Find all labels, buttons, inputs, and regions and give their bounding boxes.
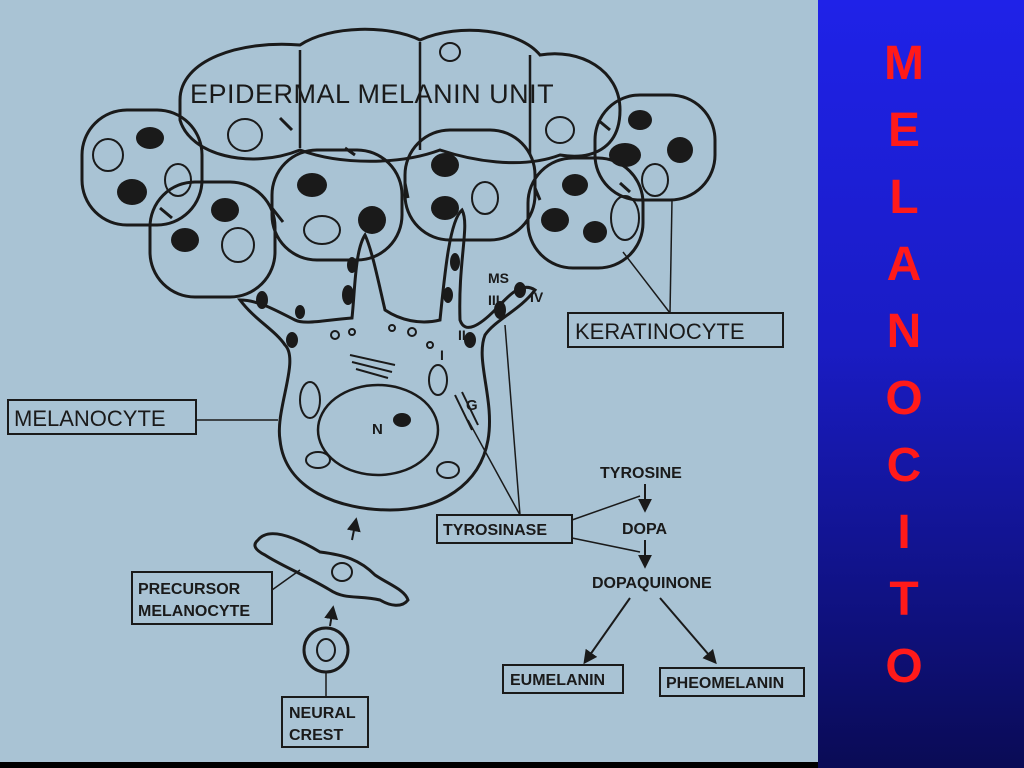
- label-stage-i: I: [440, 347, 444, 363]
- label-golgi: G: [466, 397, 478, 414]
- title-letter: O: [885, 640, 923, 693]
- keratinocyte-cell-right-2: [593, 93, 717, 202]
- keratinocyte-cell-right-1: [526, 156, 645, 270]
- title-letter: I: [897, 506, 911, 559]
- tyrosinase-leader-2: [504, 324, 521, 516]
- tyrosinase-label-box: [436, 514, 573, 544]
- title-bar: M E L A N O C I T O: [818, 0, 1024, 768]
- title-letter: O: [885, 372, 923, 425]
- keratinocyte-label: KERATINOCYTE: [575, 319, 745, 344]
- keratinocyte-cell-mid-2: [403, 128, 537, 242]
- keratinocyte-melanosomes: [117, 110, 693, 252]
- title-letter: M: [884, 37, 924, 90]
- label-stage-ii: II: [458, 327, 466, 343]
- keratinocyte-cell-left-2: [148, 180, 277, 299]
- junction-marks: [159, 116, 632, 223]
- arrow-to-pheomelanin: [659, 597, 717, 665]
- precursor-melanocyte-cell: [253, 532, 410, 607]
- neural-crest-cell: [302, 626, 350, 674]
- melanocyte-organelles: [299, 324, 479, 479]
- keratinocyte-cell-left-1: [80, 108, 204, 227]
- melanocyte-nucleus: [316, 383, 440, 477]
- keratinocyte-leader-1: [622, 251, 671, 314]
- label-nucleus: N: [372, 421, 383, 438]
- keratinocyte-nuclei: [92, 42, 669, 263]
- arrow-to-eumelanin: [583, 597, 631, 665]
- title-letter: A: [886, 238, 922, 291]
- title-letter: L: [889, 171, 919, 224]
- melanocyte-nucleolus: [393, 413, 411, 427]
- precursor-nucleus: [331, 562, 353, 582]
- diagram-heading: EPIDERMAL MELANIN UNIT: [190, 79, 554, 109]
- melanocyte-label-box: [7, 399, 197, 435]
- pathway-dopa: DOPA: [622, 521, 667, 538]
- label-stage-iii: III: [488, 292, 500, 308]
- top-keratinocyte-layer: [178, 27, 622, 165]
- pathway-tyrosine: TYROSINE: [600, 465, 682, 482]
- tyrosinase-leader-1: [467, 419, 521, 516]
- keratinocyte-leader-2: [669, 199, 673, 314]
- neural-crest-label-line2: CREST: [289, 727, 343, 744]
- precursor-to-melanocyte-arrow: [346, 517, 361, 541]
- pheomelanin-box: [659, 667, 805, 697]
- melanocyte-body: [236, 207, 538, 512]
- melanin-unit-diagram: EPIDERMAL MELANIN UNIT MS III IV II I G …: [7, 27, 805, 748]
- keratinocyte-cell-mid-1: [270, 148, 404, 262]
- dendrite-melanosomes: [256, 253, 526, 348]
- precursor-label-line1: PRECURSOR: [138, 581, 241, 598]
- tyrosinase-label: TYROSINASE: [443, 522, 547, 539]
- tyrosinase-to-dopa-line: [571, 495, 641, 521]
- pathway-dopaquinone: DOPAQUINONE: [592, 575, 712, 592]
- neural-crest-label-box: [281, 696, 369, 748]
- eumelanin-box: [502, 664, 624, 694]
- precursor-label-line2: MELANOCYTE: [138, 603, 250, 620]
- pathway-pheomelanin: PHEOMELANIN: [666, 675, 784, 692]
- vertical-title: M E L A N O C I T O: [818, 30, 990, 700]
- title-letter: N: [886, 305, 922, 358]
- label-ms: MS: [488, 270, 509, 286]
- precursor-label-box: [131, 571, 273, 625]
- title-letter: T: [889, 573, 919, 626]
- tyrosinase-to-dopaquinone-line: [571, 537, 641, 553]
- pathway-eumelanin: EUMELANIN: [510, 672, 605, 689]
- label-stage-iv: IV: [530, 289, 544, 305]
- title-letter: C: [886, 439, 922, 492]
- diagram-panel: EPIDERMAL MELANIN UNIT MS III IV II I G …: [0, 0, 818, 762]
- keratinocyte-label-box: [567, 312, 784, 348]
- precursor-leader: [271, 569, 301, 591]
- neural-crest-nucleus: [316, 638, 336, 662]
- title-letter: E: [887, 104, 920, 157]
- neural-crest-label-line1: NEURAL: [289, 705, 356, 722]
- melanocyte-label: MELANOCYTE: [14, 406, 166, 431]
- neural-to-precursor-arrow: [324, 605, 339, 627]
